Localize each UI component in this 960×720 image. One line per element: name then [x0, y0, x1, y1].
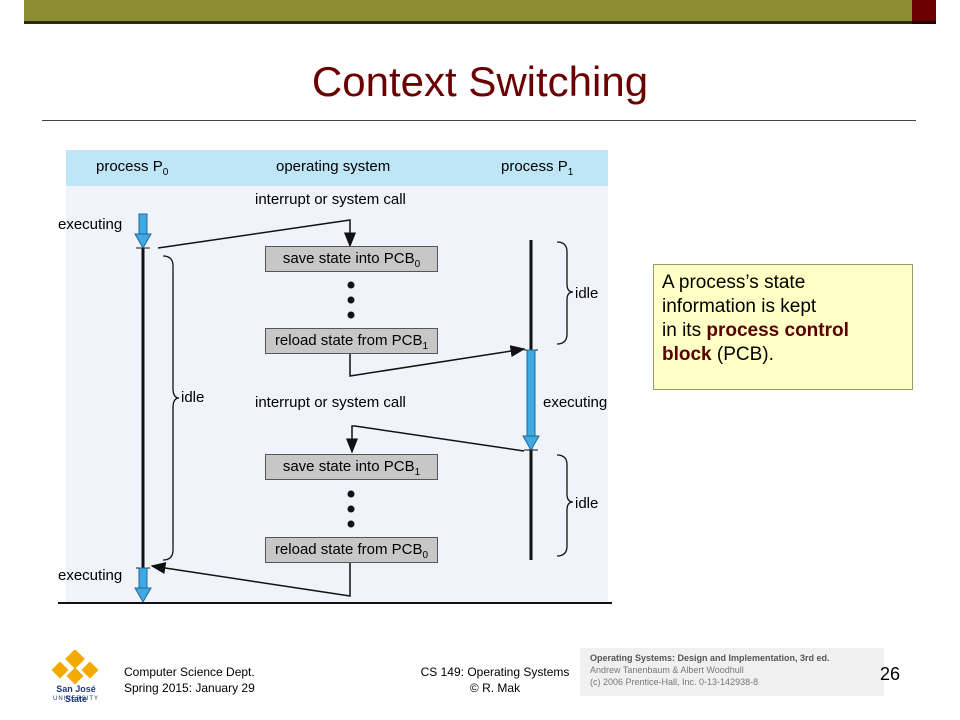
callout-line-4-bold: block — [662, 344, 712, 365]
column-label-p1-subscript: 1 — [567, 167, 574, 178]
footer-course: CS 149: Operating Systems — [420, 665, 570, 679]
callout-line-4: block (PCB). — [662, 343, 904, 367]
box-save-state-pcb0: save state into PCB0 — [265, 246, 438, 272]
label-executing-top: executing — [58, 216, 123, 233]
box-save-pcb0-subscript: 0 — [414, 259, 421, 270]
box-save-pcb0-text: save state into PCB — [282, 250, 415, 267]
p0-idle-brace — [162, 255, 180, 561]
callout-line-1: A process’s state — [662, 272, 806, 293]
callout-line-3: in its process control — [662, 319, 904, 343]
reference-box: Operating Systems: Design and Implementa… — [580, 648, 884, 696]
arrow-reload-pcb0-to-p0 — [150, 562, 351, 597]
logo-subtitle: UNIVERSITY — [52, 696, 99, 702]
footer-center: CS 149: Operating Systems © R. Mak — [400, 664, 590, 696]
p1-idle-brace-bottom — [556, 454, 574, 557]
arrow-reload-pcb1-to-p1 — [349, 345, 526, 377]
ref-title: Operating Systems: Design and Implementa… — [590, 653, 830, 663]
p1-idle-brace-top — [556, 241, 574, 345]
ref-authors: Andrew Tanenbaum & Albert Woodhull — [590, 665, 744, 675]
title-divider — [42, 120, 916, 121]
p1-executing-arrow — [522, 349, 540, 452]
label-interrupt-1: interrupt or system call — [255, 191, 406, 208]
footer-term: Spring 2015: January 29 — [124, 681, 255, 695]
box-reload-pcb0-subscript: 0 — [422, 550, 429, 561]
box-save-pcb1-text: save state into PCB — [282, 458, 415, 475]
column-label-p1-text: process P — [501, 158, 568, 175]
column-label-process-p0: process P0 — [96, 158, 168, 178]
ellipsis-dots-top — [347, 281, 355, 319]
label-executing-p1: executing — [543, 394, 608, 411]
sjsu-logo-icon — [51, 650, 99, 685]
column-label-process-p1: process P1 — [501, 158, 573, 178]
label-idle-p1-bottom: idle — [575, 495, 599, 512]
page-number: 26 — [880, 664, 901, 684]
top-decor-bar — [24, 0, 912, 24]
callout-line-3-plain: in its — [662, 320, 707, 341]
p0-executing-arrow-top — [134, 213, 152, 250]
footer-dept: Computer Science Dept. — [124, 665, 255, 679]
box-reload-pcb0-text: reload state from PCB — [274, 541, 423, 558]
logo-name: San José State — [56, 684, 96, 704]
top-decor-accent — [912, 0, 936, 24]
arrow-p0-to-save-pcb0 — [157, 219, 356, 249]
footer-left: Computer Science Dept. Spring 2015: Janu… — [124, 664, 255, 696]
box-reload-pcb1-text: reload state from PCB — [274, 332, 423, 349]
column-label-operating-system: operating system — [276, 158, 391, 175]
slide-title: Context Switching — [311, 58, 649, 105]
box-save-state-pcb1: save state into PCB1 — [265, 454, 438, 480]
callout-line-2: information is kept — [662, 296, 817, 317]
pcb-callout: A process’s state information is kept in… — [653, 264, 913, 390]
arrow-p1-to-save-pcb1 — [346, 425, 525, 454]
box-reload-state-pcb0: reload state from PCB0 — [265, 537, 438, 563]
callout-line-3-bold: process control — [706, 320, 849, 341]
footer-author: © R. Mak — [469, 681, 521, 695]
label-idle-p0: idle — [181, 389, 205, 406]
callout-line-4-plain: (PCB). — [711, 344, 774, 365]
box-save-pcb1-subscript: 1 — [414, 467, 421, 478]
box-reload-state-pcb1: reload state from PCB1 — [265, 328, 438, 354]
ref-copyright: (c) 2006 Prentice-Hall, Inc. 0-13-142938… — [590, 677, 759, 687]
diagram-header-band — [66, 150, 608, 186]
ellipsis-dots-bottom — [347, 490, 355, 528]
label-interrupt-2: interrupt or system call — [255, 394, 406, 411]
label-executing-bottom: executing — [58, 567, 123, 584]
box-reload-pcb1-subscript: 1 — [422, 341, 429, 352]
column-label-p0-subscript: 0 — [162, 167, 169, 178]
p0-executing-arrow-bottom — [134, 567, 152, 604]
label-idle-p1-top: idle — [575, 285, 599, 302]
column-label-p0-text: process P — [96, 158, 163, 175]
